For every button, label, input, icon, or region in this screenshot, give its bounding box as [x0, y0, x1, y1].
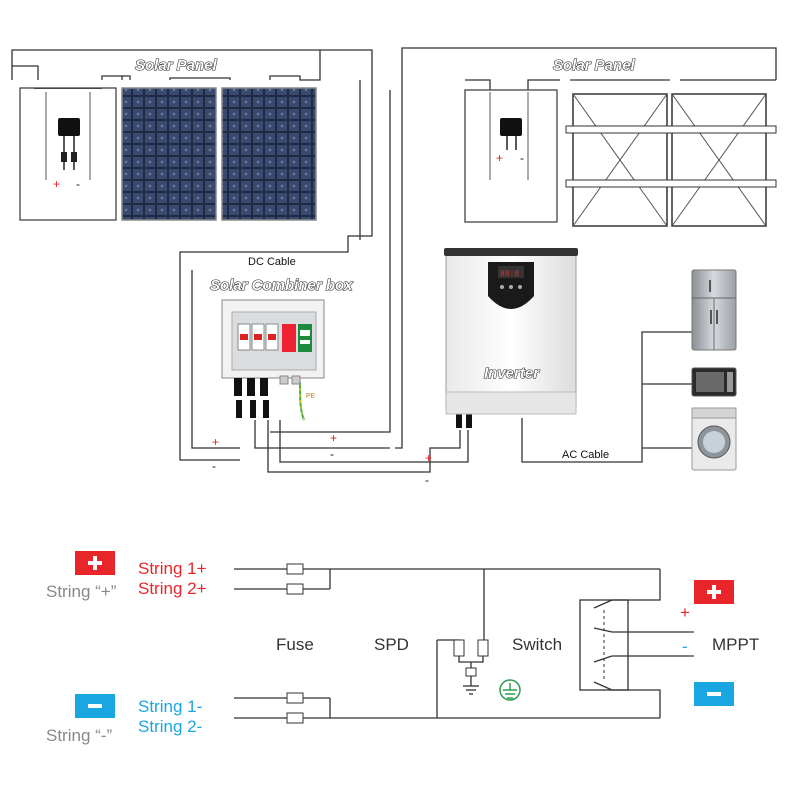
right-panel-frame-2	[671, 93, 767, 227]
inverter-in-minus: -	[425, 473, 429, 487]
mppt-minus-sign: -	[682, 637, 688, 656]
mppt-label: MPPT	[712, 635, 759, 654]
svg-text:88:8: 88:8	[500, 270, 519, 279]
string-1-minus-label: String 1-	[138, 697, 202, 716]
inverter-label: Inverter	[484, 365, 540, 382]
positive-badge	[75, 551, 115, 575]
switch-symbol	[579, 599, 629, 691]
refrigerator-icon	[691, 269, 737, 351]
right-panel-back	[464, 89, 558, 223]
spd-label: SPD	[374, 635, 409, 654]
string-2-minus-label: String 2-	[138, 717, 202, 736]
ac-cable-label: AC Cable	[562, 449, 609, 461]
combiner-in-minus: -	[212, 459, 216, 473]
fuse-symbols	[286, 563, 304, 724]
right-panel-frame-1	[572, 93, 668, 227]
dc-cable-label: DC Cable	[248, 256, 296, 268]
left-panel-cells-2	[221, 87, 317, 221]
left-panel-back	[19, 87, 117, 221]
top-wiring	[11, 47, 777, 473]
mppt-positive-badge	[694, 580, 734, 604]
left-panel-minus: -	[76, 177, 80, 191]
mppt-negative-badge	[694, 682, 734, 706]
negative-badge	[75, 694, 115, 718]
combiner-right-minus: -	[330, 447, 334, 461]
inverter-unit: 88:8	[444, 248, 578, 415]
right-panel-minus: -	[520, 151, 524, 165]
combiner-box-label: Solar Combiner box	[210, 277, 353, 294]
solar-panel-right-label: Solar Panel	[553, 57, 636, 74]
combiner-in-plus: +	[212, 435, 219, 449]
spd-symbol	[453, 639, 489, 695]
ground-icon	[499, 679, 521, 701]
mppt-plus-sign: +	[680, 603, 690, 622]
combiner-right-plus: +	[330, 431, 337, 445]
fuse-label: Fuse	[276, 635, 314, 654]
left-panel-plus: +	[53, 177, 60, 191]
string-1-plus-label: String 1+	[138, 559, 207, 578]
washing-machine-icon	[691, 407, 737, 471]
string-plus-label: String “+”	[46, 582, 117, 601]
solar-panel-left-label: Solar Panel	[135, 57, 218, 74]
combiner-box	[221, 299, 325, 396]
mounting-rails	[565, 125, 777, 188]
mc4-connectors	[236, 400, 472, 428]
pe-label: PE	[306, 393, 316, 400]
string-2-plus-label: String 2+	[138, 579, 207, 598]
switch-label: Switch	[512, 635, 562, 654]
microwave-icon	[691, 367, 737, 397]
inverter-in-plus: +	[425, 451, 432, 465]
left-panel-cells-1	[121, 87, 217, 221]
string-minus-label: String “-”	[46, 726, 112, 745]
right-panel-plus: +	[496, 151, 503, 165]
